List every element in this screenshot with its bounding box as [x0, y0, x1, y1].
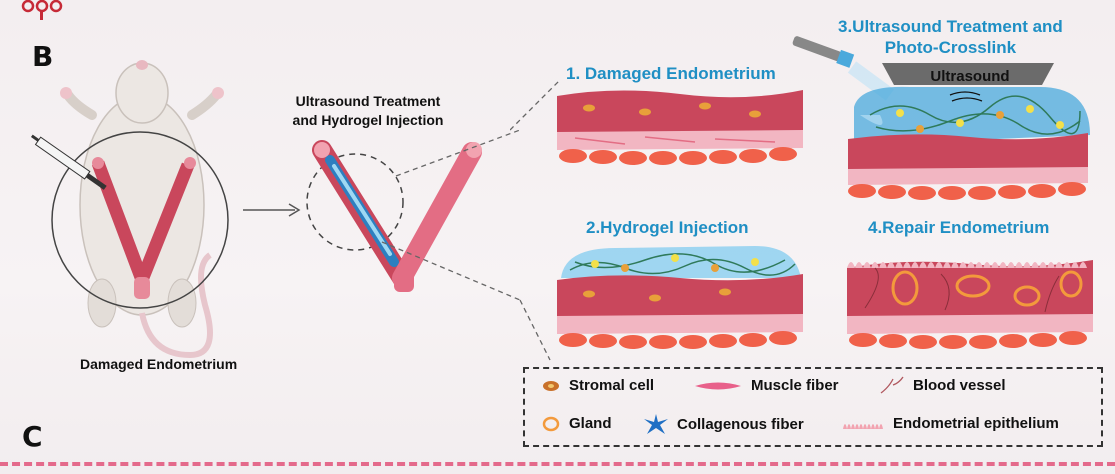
step-3-title-line-1: 3.Ultrasound Treatment and: [838, 17, 1063, 36]
legend-stromal-cell-label: Stromal cell: [569, 377, 655, 394]
panel-label-c: C: [22, 420, 43, 453]
legend: Stromal cell Muscle fiber Blood vessel G…: [523, 367, 1103, 447]
damaged-endometrium-caption: Damaged Endometrium: [80, 356, 238, 372]
panel-label-b: B: [32, 40, 54, 73]
rat-illustration: [30, 60, 229, 359]
tissue-panel-3: Ultrasound: [792, 36, 1090, 200]
legend-endometrial-epithelium: Endometrial epithelium: [841, 415, 1059, 432]
legend-muscle-fiber-label: Muscle fiber: [751, 377, 839, 394]
treated-uterus-illustration: [306, 130, 520, 300]
tissue-panel-4: [847, 260, 1093, 349]
ultrasound-hydrogel-caption: Ultrasound Treatment and Hydrogel Inject…: [268, 92, 468, 130]
legend-gland-label: Gland: [569, 415, 612, 432]
legend-collagenous-fiber-label: Collagenous fiber: [677, 415, 804, 433]
gland-icon: [542, 416, 560, 431]
caption-line-2: and Hydrogel Injection: [292, 112, 444, 128]
section-divider: [0, 462, 1115, 466]
legend-gland: Gland: [541, 415, 612, 432]
dashed-connector: [510, 79, 561, 361]
arrow-right-icon: [243, 203, 301, 217]
legend-blood-vessel: Blood vessel: [879, 375, 1006, 395]
step-1-title: 1. Damaged Endometrium: [566, 64, 776, 83]
legend-blood-vessel-label: Blood vessel: [913, 376, 1006, 394]
logo-fragment: [21, 0, 63, 20]
step-2-title: 2.Hydrogel Injection: [586, 218, 749, 237]
legend-endometrial-epithelium-label: Endometrial epithelium: [893, 415, 1059, 432]
collagenous-fiber-icon: [644, 414, 668, 434]
tissue-panel-1: [557, 90, 803, 165]
caption-line-1: Ultrasound Treatment: [295, 93, 441, 109]
blood-vessel-icon: [880, 376, 904, 394]
step-3-title: 3.Ultrasound Treatment and Photo-Crossli…: [838, 16, 1063, 58]
tissue-panel-2: [557, 246, 803, 349]
step-4-title: 4.Repair Endometrium: [868, 218, 1050, 237]
muscle-fiber-icon: [695, 382, 741, 389]
step-3-title-line-2: Photo-Crosslink: [884, 38, 1017, 57]
stromal-cell-icon: [543, 380, 559, 391]
ultrasound-device-label: Ultrasound: [930, 68, 1009, 85]
legend-collagenous-fiber: Collagenous fiber: [643, 413, 804, 435]
legend-stromal-cell: Stromal cell: [541, 377, 654, 394]
legend-muscle-fiber: Muscle fiber: [693, 377, 839, 394]
endometrial-epithelium-icon: [843, 423, 883, 429]
